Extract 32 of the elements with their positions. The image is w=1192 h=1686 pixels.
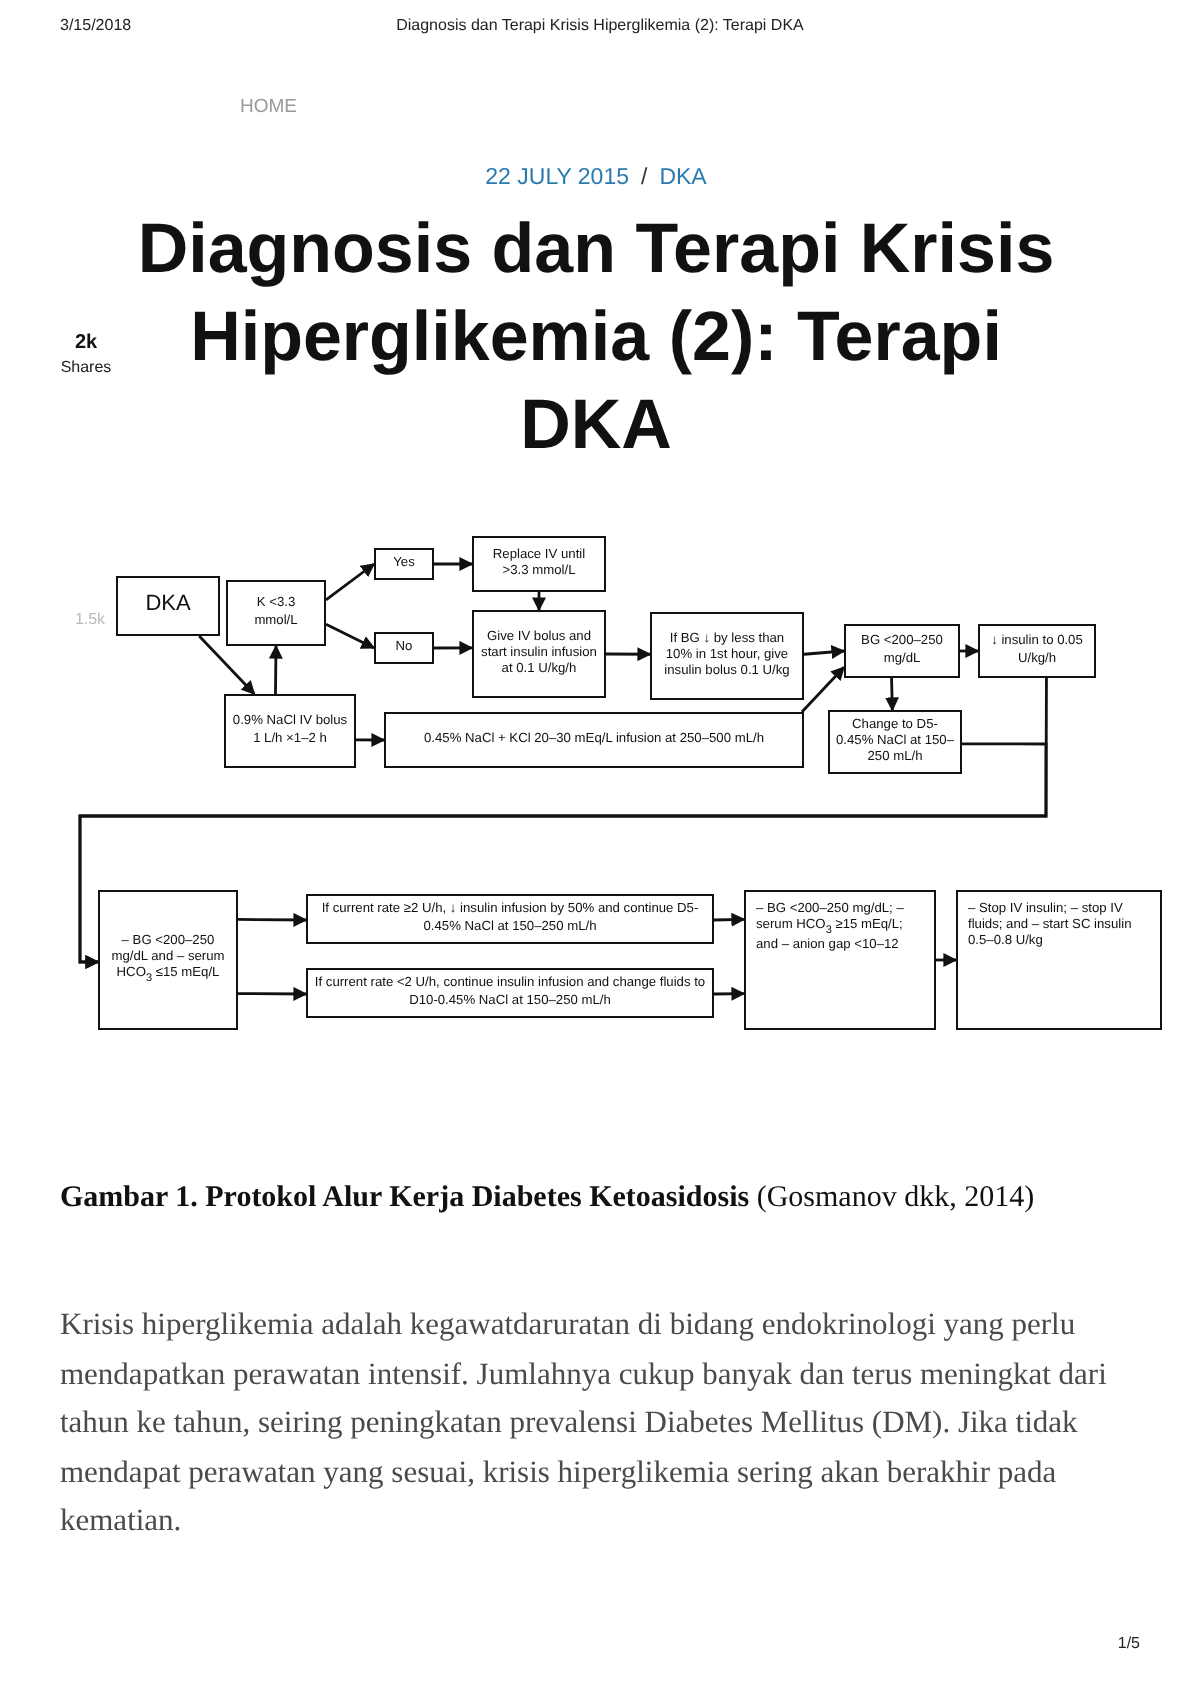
- arrow: [325, 562, 376, 601]
- arrow: [198, 635, 256, 695]
- arrow: [238, 912, 308, 927]
- date-text: 3/15/2018: [60, 16, 134, 36]
- arrow: [606, 647, 652, 662]
- arrow: [434, 640, 474, 655]
- date-link: 22 JULY 2015: [485, 166, 629, 190]
- figure-caption: Gambar 1. Protokol Alur Kerja Diabetes Ketoasidosis (Gosmanov dkk, 2014): [60, 1180, 1037, 1218]
- arrow: [885, 677, 899, 712]
- arrow: [960, 644, 980, 658]
- arrow: [713, 912, 746, 927]
- page-title: Diagnosis dan Terapi Krisis Hiperglikemia (2): Terapi DKA: [135, 208, 1057, 468]
- category-link: DKA: [659, 166, 707, 190]
- body-paragraph: Krisis hiperglikemia adalah kegawatdaruratan di bidang endokrinologi yang perlu mendapatkan perawatan intensif. Jumlahnya cukup banyak dan terus meningkat dari tahun ke tahun, seiring peningkatan prevalensi Diabetes Mellitus (DM). Jika tidak mendapat perawatan yang sesuai, krisis hiperglikemia sering akan berakhir pada kematian.: [60, 1306, 1109, 1542]
- arrow: [936, 953, 958, 967]
- page-header-title: Diagnosis dan Terapi Krisis Hiperglikemia (2): Terapi DKA: [394, 16, 806, 36]
- arrow: [434, 557, 474, 571]
- share-count: 1.5k: [72, 610, 108, 630]
- arrow: [78, 742, 1048, 969]
- start-box: DKA: [116, 576, 220, 636]
- arrow: [238, 986, 308, 1001]
- nav-link: HOME: [240, 96, 299, 119]
- arrow: [268, 644, 283, 694]
- separator-text: /: [640, 166, 648, 190]
- arrow: [713, 986, 746, 1001]
- page-number: 1/5: [1115, 1634, 1140, 1654]
- arrow: [803, 645, 846, 659]
- arrow: [532, 592, 546, 612]
- arrow: [325, 622, 376, 650]
- share-count: 2k: [72, 332, 100, 356]
- share-label: Shares: [58, 358, 114, 378]
- arrow: [356, 732, 386, 747]
